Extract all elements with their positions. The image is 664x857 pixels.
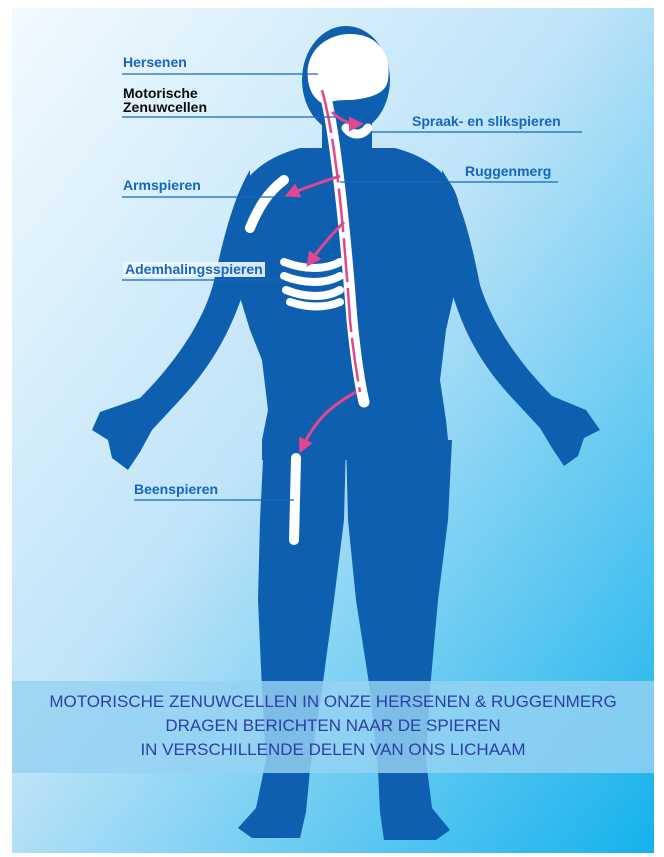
label-zenuwcellen: Zenuwcellen xyxy=(123,100,207,115)
caption-line-3: IN VERSCHILLENDE DELEN VAN ONS LICHAAM xyxy=(12,738,654,762)
caption-line-1: MOTORISCHE ZENUWCELLEN IN ONZE HERSENEN … xyxy=(12,690,654,714)
label-hersenen: Hersenen xyxy=(123,55,187,70)
right-leg xyxy=(346,440,452,840)
left-arm xyxy=(92,170,250,470)
label-armspieren: Armspieren xyxy=(123,178,201,193)
label-spraak-slikspieren: Spraak- en slikspieren xyxy=(412,114,561,129)
label-ademhalingsspieren: Ademhalingsspieren xyxy=(123,262,265,277)
label-beenspieren: Beenspieren xyxy=(134,482,218,497)
label-ruggenmerg: Ruggenmerg xyxy=(465,164,551,179)
caption-line-2: DRAGEN BERICHTEN NAAR DE SPIEREN xyxy=(12,714,654,738)
right-arm xyxy=(442,170,600,466)
caption: MOTORISCHE ZENUWCELLEN IN ONZE HERSENEN … xyxy=(12,690,654,762)
leg-muscle xyxy=(294,458,296,540)
